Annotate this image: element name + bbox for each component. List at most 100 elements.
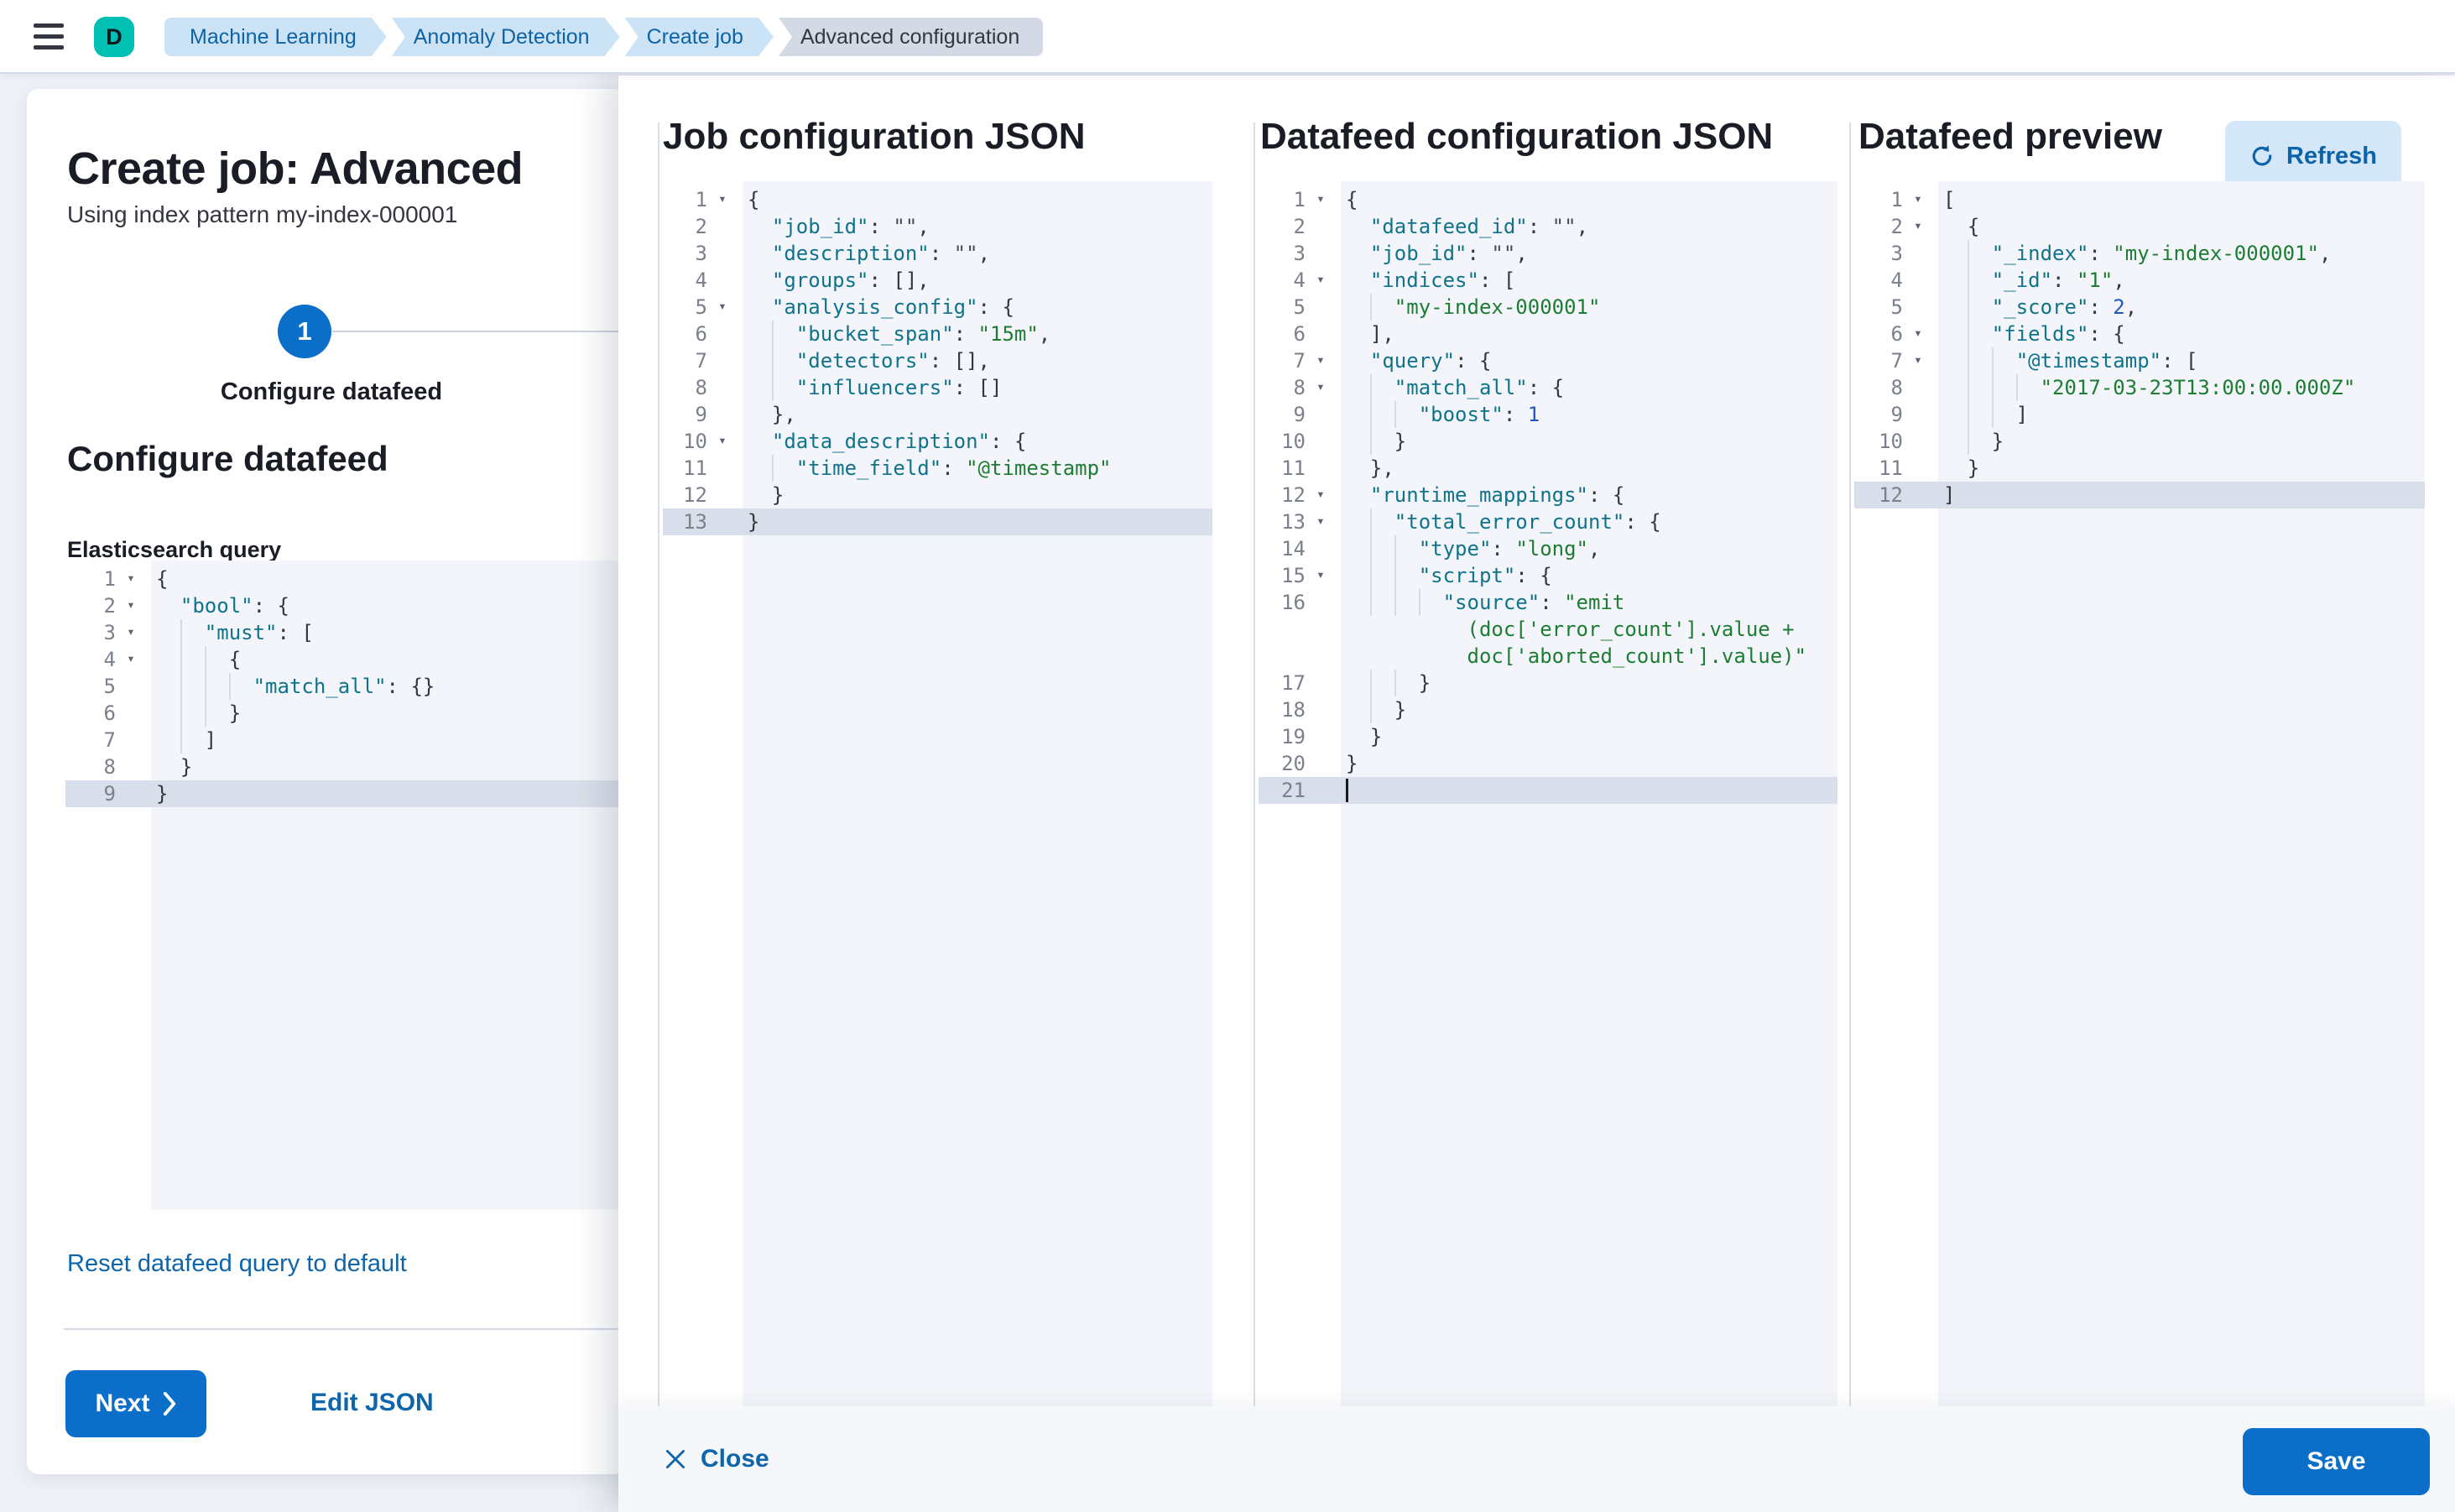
- indent-guide: [1418, 589, 1420, 616]
- code-line: 21: [1259, 777, 1837, 804]
- code-line: 2▾ {: [1854, 213, 2425, 240]
- fold-toggle-icon[interactable]: ▾: [1316, 271, 1325, 287]
- code-line: 11 "time_field": "@timestamp": [663, 455, 1212, 482]
- indent-guide: [180, 673, 182, 700]
- line-number: 9: [1293, 403, 1306, 426]
- refresh-button[interactable]: Refresh: [2225, 121, 2401, 191]
- line-number: 12: [1879, 483, 1903, 507]
- code-line: 4 "groups": [],: [663, 267, 1212, 294]
- datafeed-config-editor[interactable]: 1▾{2 "datafeed_id": "",3 "job_id": "",4▾…: [1259, 181, 1837, 1406]
- line-number: 11: [1281, 456, 1306, 480]
- line-number: 8: [1890, 376, 1903, 399]
- indent-guide: [180, 646, 182, 673]
- line-number: 6: [1890, 322, 1903, 346]
- next-button-label: Next: [95, 1389, 150, 1417]
- line-number: 4: [1890, 269, 1903, 292]
- indent-guide: [1369, 535, 1372, 562]
- code-line: 4▾ {: [65, 646, 618, 673]
- fold-toggle-icon[interactable]: ▾: [1316, 513, 1325, 529]
- fold-toggle-icon[interactable]: ▾: [1914, 325, 1922, 341]
- fold-toggle-icon[interactable]: ▾: [127, 623, 135, 639]
- indent-guide: [228, 673, 231, 700]
- code-line: doc['aborted_count'].value)": [1467, 644, 1807, 668]
- fold-toggle-icon[interactable]: ▾: [1316, 486, 1325, 502]
- datafeed-preview-editor[interactable]: 1▾[2▾ {3 "_index": "my-index-000001",4 "…: [1854, 181, 2425, 1406]
- code-line: 5 "_score": 2,: [1854, 294, 2425, 321]
- code-line: 9}: [65, 780, 618, 807]
- breadcrumb-item-anomaly-detection[interactable]: Anomaly Detection: [392, 18, 620, 56]
- line-number: 1: [1293, 188, 1306, 211]
- close-button[interactable]: Close: [664, 1435, 769, 1483]
- next-button[interactable]: Next: [65, 1370, 206, 1437]
- fold-toggle-icon[interactable]: ▾: [1316, 352, 1325, 368]
- wizard-step-1[interactable]: 1: [278, 305, 331, 358]
- line-number: 5: [695, 295, 707, 319]
- line-number: 11: [1879, 456, 1903, 480]
- code-line: 9 ]: [1854, 401, 2425, 428]
- code-line: 2▾ "bool": {: [65, 592, 618, 619]
- indent-guide: [1967, 321, 1969, 347]
- code-line: 7▾ "@timestamp": [: [1854, 347, 2425, 374]
- line-number: 2: [1293, 215, 1306, 238]
- line-number: 13: [683, 510, 707, 534]
- indent-guide: [771, 374, 774, 401]
- section-heading: Configure datafeed: [67, 439, 388, 478]
- line-number: 7: [695, 349, 707, 373]
- fold-toggle-icon[interactable]: ▾: [1316, 378, 1325, 394]
- code-line: 19 }: [1259, 723, 1837, 750]
- fold-toggle-icon[interactable]: ▾: [1914, 352, 1922, 368]
- fold-toggle-icon[interactable]: ▾: [127, 650, 135, 666]
- indent-guide: [1394, 562, 1396, 589]
- fold-toggle-icon[interactable]: ▾: [718, 432, 727, 448]
- fold-toggle-icon[interactable]: ▾: [1914, 217, 1922, 233]
- line-number: 10: [683, 430, 707, 453]
- code-line: 5 "my-index-000001": [1259, 294, 1837, 321]
- menu-icon[interactable]: [34, 23, 65, 50]
- indent-guide: [771, 321, 774, 347]
- code-line: 1▾{: [1259, 186, 1837, 213]
- indent-guide: [1369, 589, 1372, 616]
- code-line: 5▾ "analysis_config": {: [663, 294, 1212, 321]
- save-button[interactable]: Save: [2243, 1428, 2430, 1495]
- fold-toggle-icon[interactable]: ▾: [127, 570, 135, 586]
- indent-guide: [771, 347, 774, 374]
- reset-datafeed-query-link[interactable]: Reset datafeed query to default: [67, 1250, 407, 1277]
- line-number: 3: [1293, 242, 1306, 265]
- line-number: 8: [103, 755, 116, 779]
- line-number: 12: [683, 483, 707, 507]
- indent-guide: [1369, 374, 1372, 401]
- edit-json-link[interactable]: Edit JSON: [310, 1389, 434, 1416]
- fold-toggle-icon[interactable]: ▾: [127, 597, 135, 613]
- line-number: 9: [695, 403, 707, 426]
- indent-guide: [2015, 374, 2018, 401]
- code-line: 6 "bucket_span": "15m",: [663, 321, 1212, 347]
- fold-toggle-icon[interactable]: ▾: [1316, 566, 1325, 582]
- indent-guide: [1369, 696, 1372, 723]
- line-number: 3: [1890, 242, 1903, 265]
- code-line: 9 },: [663, 401, 1212, 428]
- line-number: 21: [1281, 779, 1306, 802]
- space-avatar[interactable]: D: [94, 17, 134, 57]
- indent-guide: [1967, 401, 1969, 428]
- code-line: 12 }: [663, 482, 1212, 508]
- code-line: 13▾ "total_error_count": {: [1259, 508, 1837, 535]
- code-line: (doc['error_count'].value +: [1467, 618, 1795, 641]
- indent-guide: [1394, 589, 1396, 616]
- fold-toggle-icon[interactable]: ▾: [718, 190, 727, 206]
- indent-guide: [1991, 374, 1994, 401]
- divider: [64, 1328, 638, 1330]
- fold-toggle-icon[interactable]: ▾: [1914, 190, 1922, 206]
- breadcrumb-item-create-job[interactable]: Create job: [625, 18, 774, 56]
- fold-toggle-icon[interactable]: ▾: [718, 298, 727, 314]
- indent-guide: [1369, 294, 1372, 321]
- line-number: 2: [695, 215, 707, 238]
- job-config-editor[interactable]: 1▾{2 "job_id": "",3 "description": "",4 …: [663, 181, 1212, 1406]
- code-line: 1▾[: [1854, 186, 2425, 213]
- es-query-editor[interactable]: 1▾{2▾ "bool": {3▾ "must": [4▾ {5 "match_…: [65, 560, 618, 1210]
- breadcrumb-item-machine-learning[interactable]: Machine Learning: [164, 18, 387, 56]
- line-number: 4: [695, 269, 707, 292]
- line-number: 7: [1293, 349, 1306, 373]
- line-number: 19: [1281, 725, 1306, 748]
- fold-toggle-icon[interactable]: ▾: [1316, 190, 1325, 206]
- line-number: 15: [1281, 564, 1306, 587]
